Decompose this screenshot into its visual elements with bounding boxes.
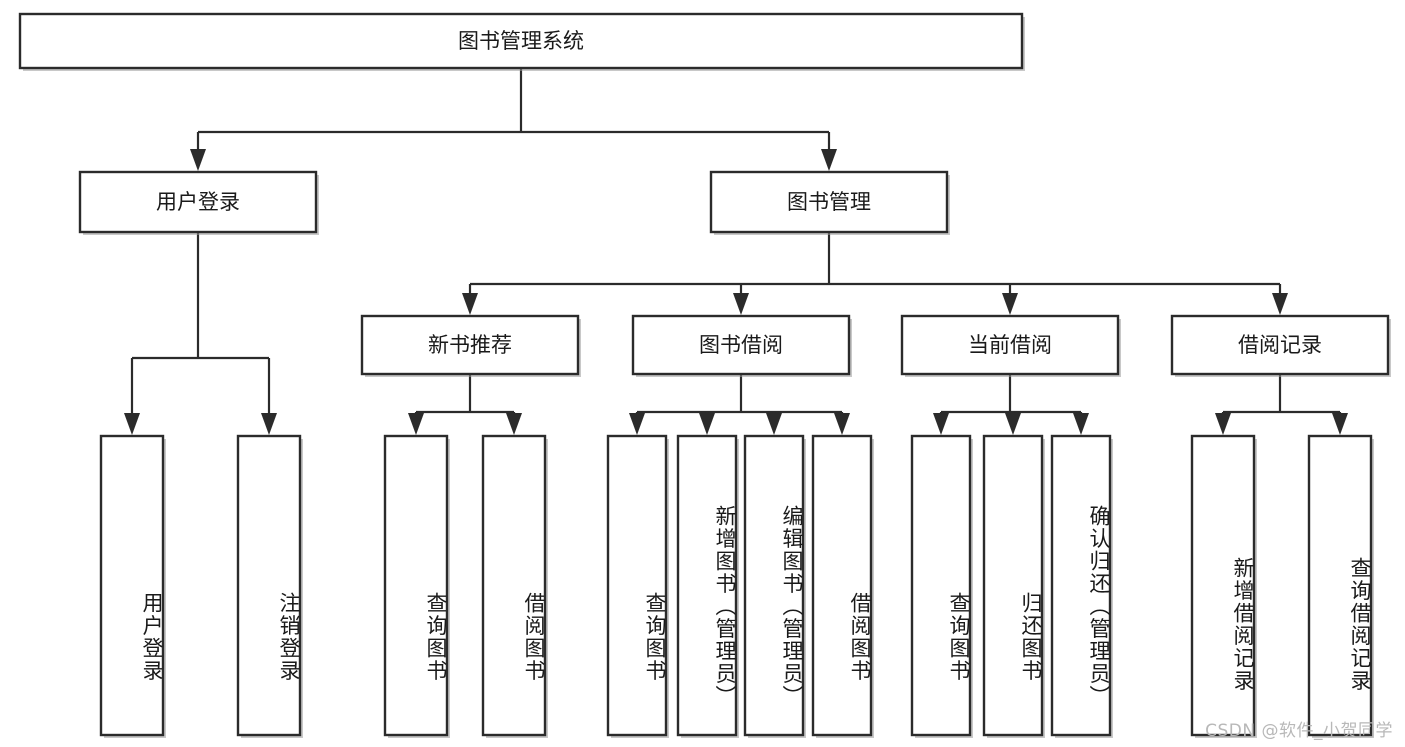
node-label: 图书管理系统 <box>458 29 584 53</box>
node-box[interactable] <box>1307 434 1373 737</box>
node-box[interactable] <box>811 434 873 737</box>
node-label: 图书管理 <box>787 190 871 214</box>
node-leaf-log-add[interactable] <box>1190 434 1257 738</box>
node-leaf-cur-return[interactable] <box>982 434 1045 738</box>
node-label: 借阅记录 <box>1238 333 1322 357</box>
node-box[interactable] <box>1050 434 1112 737</box>
node-box[interactable] <box>900 314 1120 376</box>
node-label: 用户登录 <box>156 190 240 214</box>
node-leaf-user-logout[interactable] <box>236 434 303 738</box>
node-box[interactable] <box>1170 314 1390 376</box>
node-box[interactable] <box>606 434 668 737</box>
node-leaf-rec-borrow[interactable] <box>481 434 548 738</box>
node-cur-borrow[interactable]: 当前借阅 <box>900 314 1121 377</box>
node-borrow-log[interactable]: 借阅记录 <box>1170 314 1391 377</box>
node-box[interactable] <box>676 434 738 737</box>
node-leaf-cur-confirm[interactable] <box>1050 434 1113 738</box>
node-book-mgmt[interactable]: 图书管理 <box>709 170 950 235</box>
node-box[interactable] <box>78 170 318 234</box>
node-leaf-cur-query[interactable] <box>910 434 973 738</box>
node-new-book-rec[interactable]: 新书推荐 <box>360 314 581 377</box>
node-leaf-brw-edit[interactable] <box>743 434 806 738</box>
node-leaf-brw-add[interactable] <box>676 434 739 738</box>
watermark: CSDN @软件_小贺同学 <box>1205 721 1393 741</box>
node-box[interactable] <box>1190 434 1256 737</box>
node-label: 当前借阅 <box>968 333 1052 357</box>
node-leaf-log-query[interactable] <box>1307 434 1374 738</box>
node-leaf-brw-query[interactable] <box>606 434 669 738</box>
edge-layer <box>124 68 1348 435</box>
node-leaf-brw-borrow[interactable] <box>811 434 874 738</box>
node-box[interactable] <box>910 434 972 737</box>
node-box[interactable] <box>18 12 1024 70</box>
node-user-login[interactable]: 用户登录 <box>78 170 319 235</box>
node-box[interactable] <box>743 434 805 737</box>
node-book-borrow[interactable]: 图书借阅 <box>631 314 852 377</box>
node-box[interactable] <box>631 314 851 376</box>
node-box[interactable] <box>383 434 449 737</box>
node-label: 新书推荐 <box>428 333 512 357</box>
node-leaf-user-login[interactable] <box>99 434 166 738</box>
node-box[interactable] <box>481 434 547 737</box>
node-box[interactable] <box>236 434 302 737</box>
node-box[interactable] <box>99 434 165 737</box>
node-leaf-rec-query[interactable] <box>383 434 450 738</box>
node-box[interactable] <box>709 170 949 234</box>
node-box[interactable] <box>982 434 1044 737</box>
node-root[interactable]: 图书管理系统 <box>18 12 1025 71</box>
node-label: 图书借阅 <box>699 333 783 357</box>
node-box[interactable] <box>360 314 580 376</box>
